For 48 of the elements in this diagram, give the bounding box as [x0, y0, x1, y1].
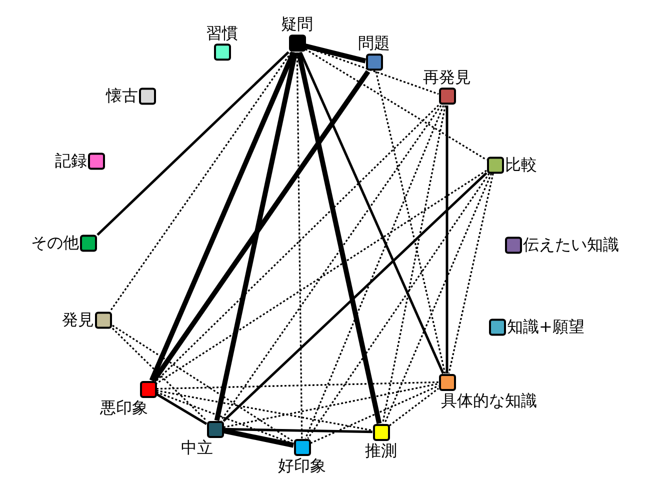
connector-line [112, 328, 208, 422]
connector-line [220, 105, 442, 421]
connector-line [156, 104, 440, 382]
node-label: 記録 [55, 152, 87, 170]
connector-line [152, 70, 370, 382]
node-label: 発見 [62, 310, 94, 330]
connector-line [156, 381, 439, 390]
node-label: 推測 [365, 442, 397, 460]
connector-line [96, 51, 290, 236]
node-label: 悪印象 [100, 399, 148, 418]
connector-line [223, 382, 439, 428]
connector-line [223, 428, 373, 434]
connector-line [156, 391, 294, 445]
connector-line [223, 428, 294, 448]
connector-line [112, 324, 294, 442]
connector-line [156, 393, 208, 425]
connector-line [389, 388, 439, 426]
node-label: 伝えたい知識 [523, 236, 619, 254]
connector-line [384, 173, 492, 424]
connector-line [304, 44, 366, 64]
connector-line [448, 173, 494, 374]
connector-line [382, 105, 446, 424]
node-label: 知識+願望 [507, 318, 584, 336]
node-label: 懐古 [106, 86, 138, 106]
node-label: 中立 [181, 439, 213, 458]
connector-line [109, 52, 292, 312]
connector-line [156, 390, 373, 432]
connector-line [310, 385, 439, 444]
connector-line [296, 52, 382, 424]
node-label: 疑問 [281, 16, 313, 34]
connector-line [156, 170, 487, 384]
node-label: その他 [31, 234, 79, 252]
connector-line [149, 52, 296, 382]
node-label: 具体的な知識 [441, 392, 537, 410]
node-label: 問題 [358, 34, 390, 53]
node-label: 再発見 [423, 68, 471, 87]
connector-line [304, 105, 444, 439]
connector-line [214, 52, 298, 422]
connector-line [222, 172, 488, 422]
connector-line [375, 71, 446, 374]
node-label: 習慣 [206, 24, 238, 43]
connector-line [446, 106, 448, 374]
connector-line [307, 173, 490, 439]
connector-line [305, 48, 487, 160]
connector-line [300, 52, 444, 374]
connector-line [296, 52, 303, 438]
node-label: 好印象 [278, 457, 326, 476]
node-label: 比較 [505, 156, 537, 174]
